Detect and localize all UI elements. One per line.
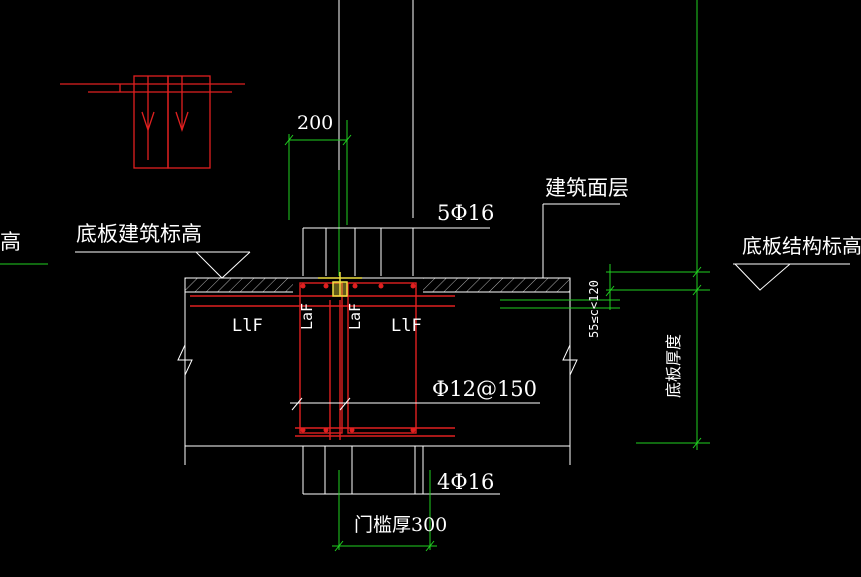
struct-elev-symbol <box>733 263 850 291</box>
bottom-bars-label: 4Φ16 <box>437 470 495 494</box>
waterstop-detail <box>318 272 362 297</box>
stirrup-leader <box>290 397 540 411</box>
arch-finish-label: 建筑面层 <box>545 176 629 200</box>
dimension-200 <box>284 120 352 278</box>
stirrup-label: Φ12@150 <box>432 377 538 401</box>
slab-outline <box>177 292 578 465</box>
top-rebar-leaders <box>302 227 490 278</box>
finish-layer <box>184 276 571 294</box>
dim-200-label: 200 <box>297 112 334 134</box>
wall-lines <box>338 0 414 218</box>
dimension-300 <box>332 470 437 552</box>
threshold-beam <box>302 446 500 495</box>
left-edge-partial-label: 高 <box>0 230 21 254</box>
finish-leader <box>542 203 620 278</box>
floor-arch-elev-label: 底板建筑标高 <box>76 222 202 246</box>
threshold-thickness-label: 门槛厚300 <box>354 514 448 536</box>
top-bars-label: 5Φ16 <box>437 201 495 225</box>
rebar-cage <box>190 282 455 440</box>
arch-elev-symbol <box>75 251 251 279</box>
lif-left-label: LlF <box>232 316 263 336</box>
laf-label-1: LaF <box>298 302 316 330</box>
rebar-hook-detail <box>60 75 245 169</box>
laf-label-2: LaF <box>346 302 364 330</box>
floor-struct-elev-label: 底板结构标高 <box>742 234 861 258</box>
rebar-dots <box>300 283 416 433</box>
cover-dim-label: 55≤c<120 <box>587 280 601 338</box>
right-dimensions <box>500 0 710 450</box>
slab-thickness-label: 底板厚度 <box>664 333 683 398</box>
lif-right-label: LlF <box>391 316 422 336</box>
